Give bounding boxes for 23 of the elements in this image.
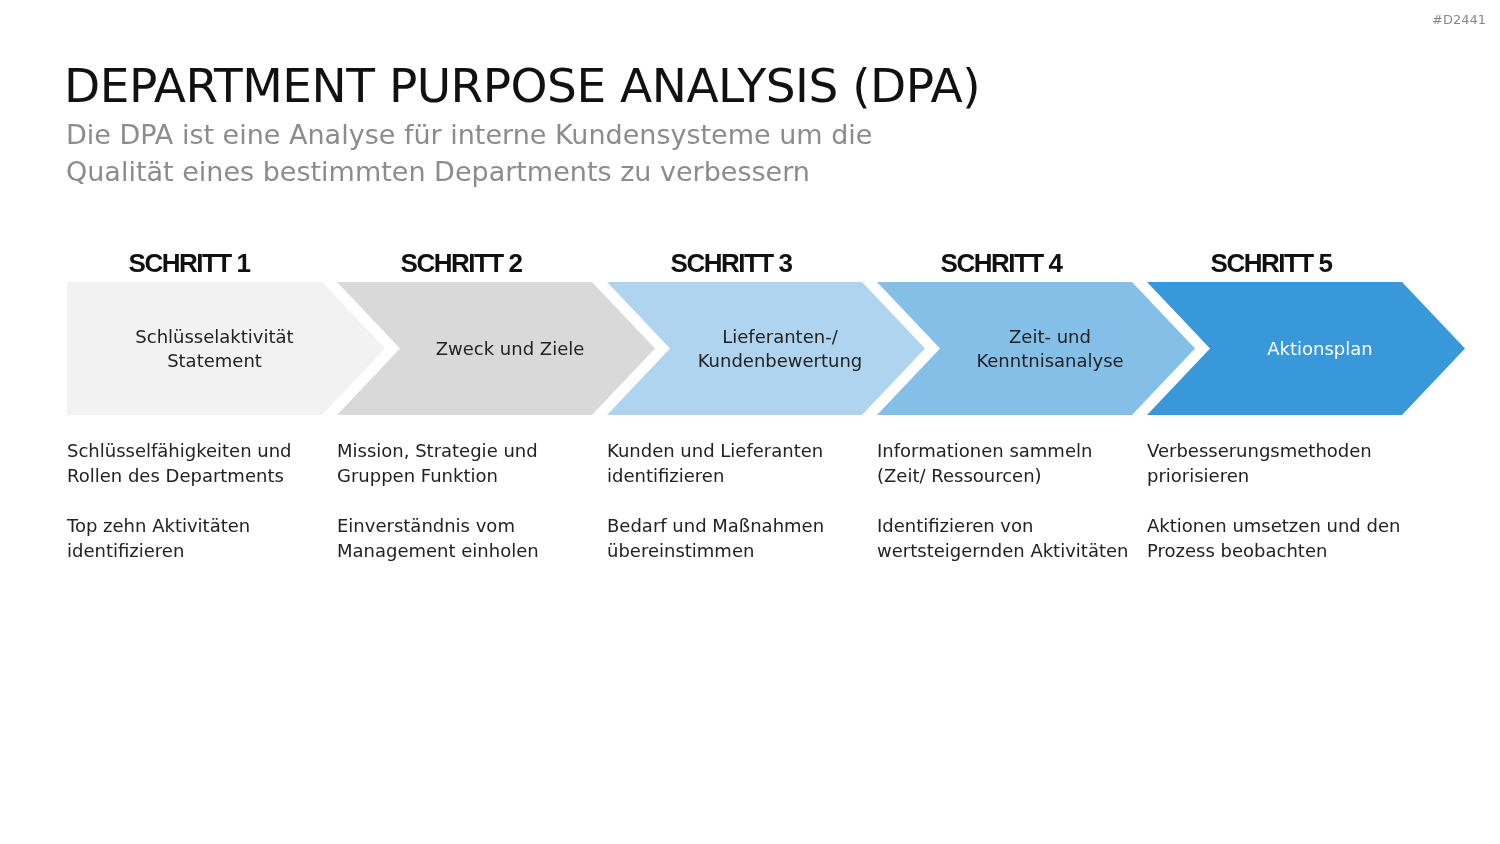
step-heading: SCHRITT 3 [670,248,792,279]
step-heading: SCHRITT 2 [400,248,522,279]
step-label: Zeit- und Kenntnisanalyse [975,324,1125,373]
step-heading: SCHRITT 1 [128,248,250,279]
step-description: Identifizieren von wertsteigernden Aktivitäten [877,514,1130,563]
step-description: Top zehn Aktivitäten identifizieren [67,514,252,563]
step-label: Lieferanten-/ Kundenbewertung [696,324,864,373]
step-description: Mission, Strategie und Gruppen Funktion [337,439,539,488]
subtitle: Die DPA ist eine Analyse für interne Kundensysteme um die Qualität eines bestimmten Departments zu verbessern [66,118,874,189]
step-description: Kunden und Lieferanten identifizieren [607,439,825,488]
slide-code: #D2441 [1432,12,1486,27]
step-label: Schlüsselaktivität Statement [134,324,295,373]
step-description: Einverständnis vom Management einholen [337,514,540,563]
step-label: Aktionsplan [1267,336,1373,361]
step-label: Zweck und Ziele [435,336,585,361]
step-description: Aktionen umsetzen und den Prozess beobachten [1147,514,1402,563]
title: DEPARTMENT PURPOSE ANALYSIS (DPA) [64,58,981,113]
step-description: Bedarf und Maßnahmen übereinstimmen [607,514,826,563]
step-heading: SCHRITT 4 [940,248,1062,279]
step-description: Schlüsselfähigkeiten und Rollen des Departments [67,439,293,488]
step-description: Verbesserungsmethoden priorisieren [1147,439,1373,488]
step-description: Informationen sammeln (Zeit/ Ressourcen) [877,439,1094,488]
step-heading: SCHRITT 5 [1210,248,1332,279]
